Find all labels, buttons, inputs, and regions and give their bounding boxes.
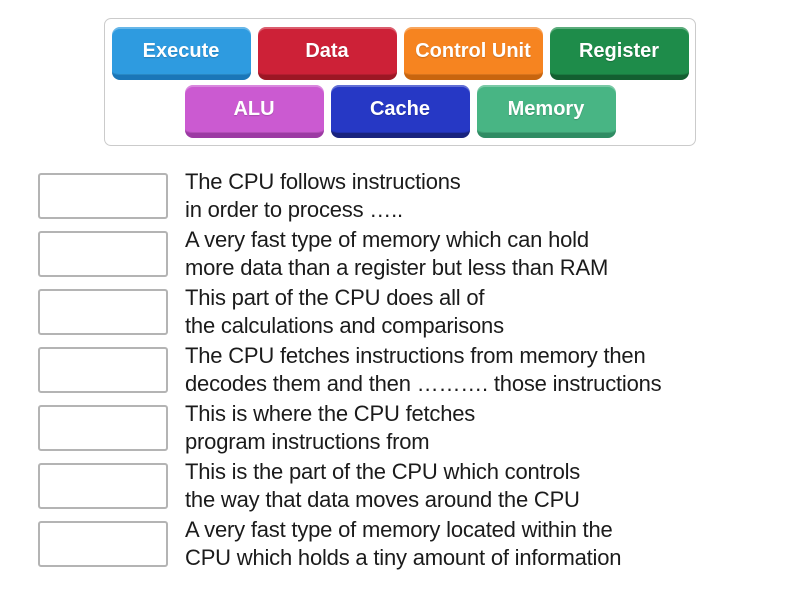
tile-register[interactable]: Register	[549, 27, 689, 80]
drop-slot-2[interactable]	[38, 230, 168, 277]
tile-label: Data	[305, 39, 349, 62]
match-row: The CPU fetches instructions from memory…	[38, 341, 800, 398]
drop-slot-7[interactable]	[38, 520, 168, 567]
drop-slot-1[interactable]	[38, 172, 168, 219]
drop-slot-4[interactable]	[38, 346, 168, 393]
tile-label: Cache	[369, 97, 431, 120]
tile-label: Control Unit	[415, 39, 531, 62]
statement-text: A very fast type of memory located withi…	[185, 516, 622, 570]
tile-label: Register	[578, 39, 660, 62]
drop-slot-3[interactable]	[38, 288, 168, 335]
tile-data[interactable]: Data	[257, 27, 397, 80]
statement-text: A very fast type of memory which can hol…	[185, 226, 609, 280]
word-bank-row-1: Execute Data Control Unit Register	[109, 27, 691, 80]
statement-text: The CPU fetches instructions from memory…	[185, 342, 662, 396]
tile-cache[interactable]: Cache	[330, 85, 470, 138]
drop-slot-6[interactable]	[38, 462, 168, 509]
word-bank-row-2: ALU Cache Memory	[109, 85, 691, 138]
match-row: A very fast type of memory which can hol…	[38, 225, 800, 282]
match-row: This is the part of the CPU which contro…	[38, 457, 800, 514]
tile-alu[interactable]: ALU	[184, 85, 324, 138]
tile-memory[interactable]: Memory	[476, 85, 616, 138]
tile-label: Memory	[507, 97, 585, 120]
drop-slot-5[interactable]	[38, 404, 168, 451]
tile-label: Execute	[142, 39, 220, 62]
match-row: A very fast type of memory located withi…	[38, 515, 800, 572]
tile-control-unit[interactable]: Control Unit	[403, 27, 543, 80]
statement-text: This is the part of the CPU which contro…	[185, 458, 581, 512]
tile-label: ALU	[233, 97, 275, 120]
tile-execute[interactable]: Execute	[111, 27, 251, 80]
word-bank: Execute Data Control Unit Register ALU C…	[104, 18, 696, 146]
